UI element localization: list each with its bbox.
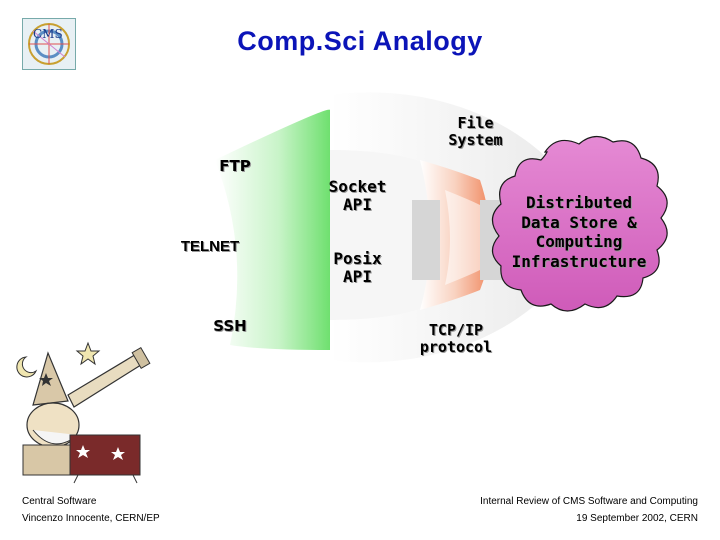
astronomer-illustration — [16, 341, 151, 484]
api-band — [330, 150, 430, 320]
wizard-hat-icon — [32, 351, 69, 406]
footer-right-line2: 19 September 2002, CERN — [576, 513, 698, 524]
cloud-label-text: Distributed Data Store & Computing Infra… — [511, 193, 647, 271]
telescope-icon — [67, 347, 151, 408]
footer-left: Central Software Vincenzo Innocente, CER… — [22, 493, 160, 527]
socket-api-text: Socket API — [328, 177, 387, 215]
cms-logo-icon — [28, 23, 70, 65]
page-title: Comp.Sci Analogy — [237, 26, 483, 56]
footer-right: Internal Review of CMS Software and Comp… — [480, 493, 698, 527]
label-telnet: TELNET — [180, 238, 240, 255]
astronomer-body — [22, 402, 80, 476]
label-file-system: File System — [438, 114, 513, 150]
cms-logo: CMS — [22, 18, 76, 70]
footer-left-line1: Central Software — [22, 496, 97, 507]
star-icon — [75, 341, 101, 366]
label-socket-api: Socket API — [310, 177, 405, 215]
footer-left-line2: Vincenzo Innocente, CERN/EP — [22, 513, 160, 524]
stool-icon — [69, 434, 141, 484]
cloud-label: Distributed Data Store & Computing Infra… — [505, 193, 653, 271]
footer-right-line1: Internal Review of CMS Software and Comp… — [480, 496, 698, 507]
protocol-band — [215, 109, 330, 350]
moon-icon — [16, 356, 38, 378]
posix-api-text: Posix API — [333, 249, 382, 287]
file-system-text: File System — [448, 114, 503, 150]
tcpip-text: TCP/IP protocol — [419, 321, 493, 357]
label-ftp: FTP — [219, 157, 251, 175]
label-ssh: SSH — [213, 317, 247, 335]
cms-logo-text: CMS — [33, 27, 63, 41]
label-tcpip: TCP/IP protocol — [410, 321, 502, 357]
label-posix-api: Posix API — [320, 249, 395, 287]
cloud-shape — [491, 135, 668, 312]
